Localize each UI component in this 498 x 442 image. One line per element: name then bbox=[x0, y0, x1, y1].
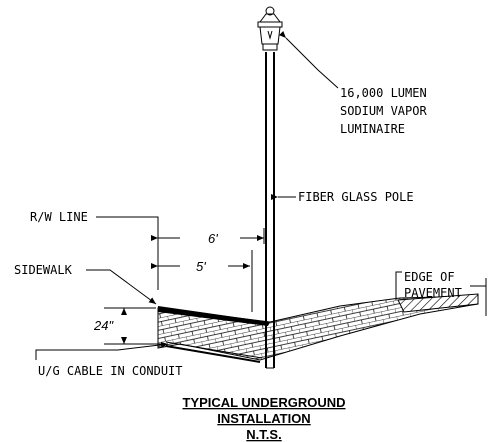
rw-line-label: R/W LINE bbox=[30, 210, 88, 224]
pole-label: FIBER GLASS POLE bbox=[298, 190, 414, 204]
cable-label: U/G CABLE IN CONDUIT bbox=[38, 364, 183, 378]
sidewalk-label: SIDEWALK bbox=[14, 263, 73, 277]
luminaire-label-line2: SODIUM VAPOR bbox=[340, 104, 427, 118]
dimension-5ft: 5' bbox=[151, 250, 253, 312]
luminaire-label-line3: LUMINAIRE bbox=[340, 122, 405, 136]
title-line2: INSTALLATION bbox=[217, 411, 310, 426]
sidewalk-slab bbox=[158, 306, 270, 326]
luminaire bbox=[257, 6, 283, 51]
dimension-24in: 24" bbox=[93, 307, 164, 345]
ground-section bbox=[157, 293, 479, 361]
title-line3: N.T.S. bbox=[246, 427, 281, 442]
title-line1: TYPICAL UNDERGROUND bbox=[183, 395, 346, 410]
sidewalk-leader bbox=[86, 269, 157, 305]
luminaire-leader bbox=[278, 30, 339, 89]
edge-label-line2: PAVEMENT bbox=[404, 286, 462, 300]
pavement bbox=[397, 293, 479, 313]
edge-label-line1: EDGE OF bbox=[404, 270, 455, 284]
fiber-glass-pole bbox=[265, 52, 275, 369]
dimension-24in-label: 24" bbox=[93, 318, 114, 333]
rw-leader bbox=[96, 216, 159, 290]
cable-leader bbox=[35, 341, 169, 360]
luminaire-label-line1: 16,000 LUMEN bbox=[340, 86, 427, 100]
dimension-6ft: 6' bbox=[151, 228, 265, 246]
dimension-5ft-label: 5' bbox=[196, 259, 206, 274]
edge-leader bbox=[395, 271, 402, 300]
conduit bbox=[165, 341, 263, 363]
dimension-6ft-label: 6' bbox=[208, 231, 218, 246]
